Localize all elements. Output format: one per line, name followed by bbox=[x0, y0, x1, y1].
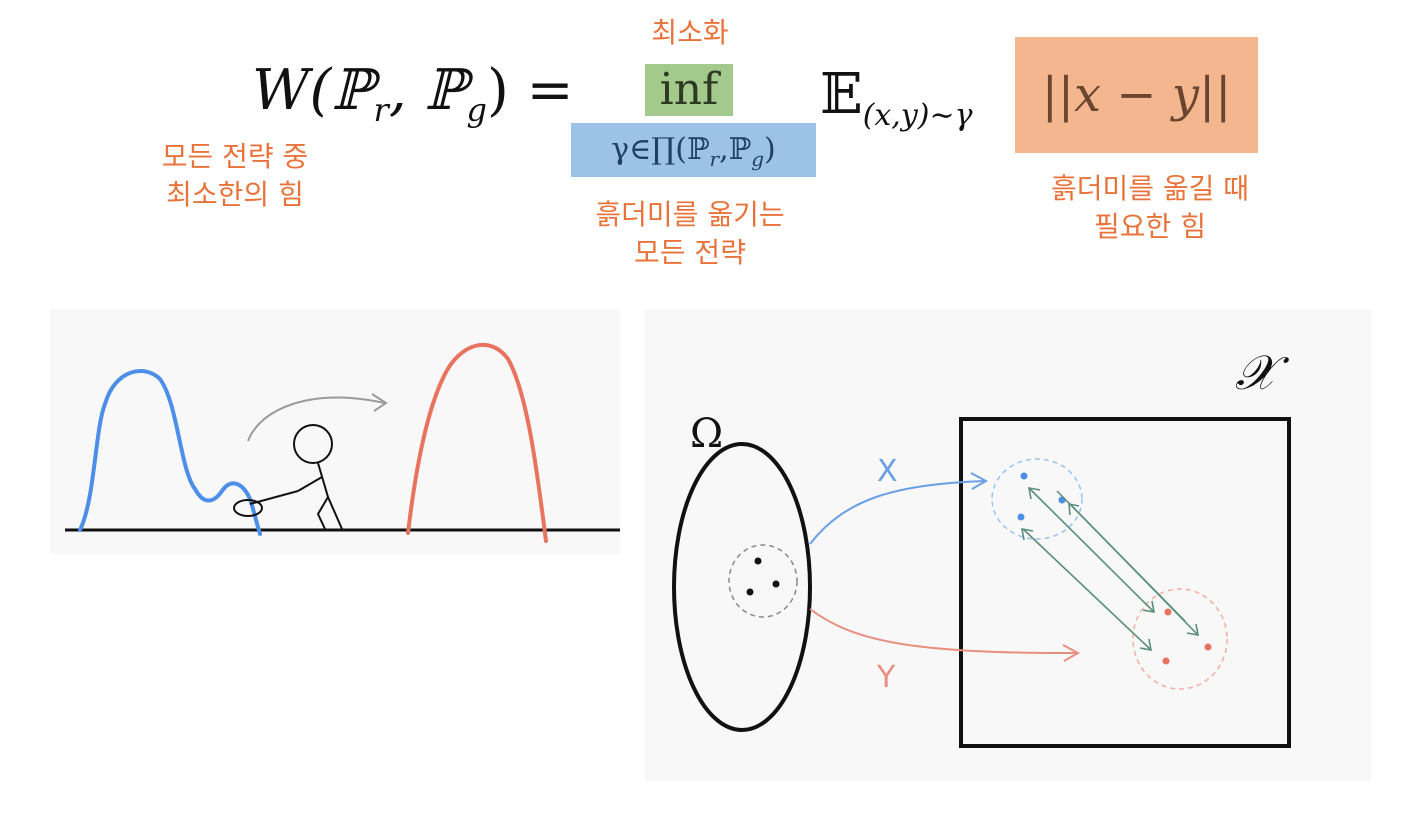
space-x-box bbox=[959, 417, 1291, 748]
norm-term: ||x − y|| bbox=[1015, 37, 1258, 153]
map-x-label: X bbox=[877, 454, 898, 489]
worker-figure bbox=[233, 424, 343, 530]
red-point bbox=[1164, 608, 1172, 616]
map-y-arrow bbox=[809, 608, 1078, 655]
omega-point bbox=[754, 557, 762, 565]
annotation-min-force: 모든 전략 중 최소한의 힘 bbox=[161, 140, 309, 211]
map-x-arrowhead bbox=[970, 472, 989, 490]
map-y-arrowhead bbox=[1062, 644, 1081, 662]
annotation-needed-force: 흙더미를 옮길 때 필요한 힘 bbox=[1050, 172, 1250, 243]
inf-operator: inf bbox=[645, 64, 733, 116]
blue-point-cluster bbox=[991, 458, 1083, 540]
mapping-diagram: Ω 𝒳 X Y bbox=[645, 309, 1371, 781]
transfer-arrow bbox=[247, 396, 386, 442]
transport-arrows bbox=[1021, 487, 1199, 651]
omega-point bbox=[772, 580, 780, 588]
annotation-minimize: 최소화 bbox=[651, 16, 729, 49]
blue-point bbox=[1020, 472, 1028, 480]
annotation-all-strategies: 흙더미를 옮기는 모든 전략 bbox=[595, 198, 785, 269]
transfer-arrowhead bbox=[371, 393, 388, 412]
map-x-arrow bbox=[809, 480, 986, 545]
omega-point bbox=[746, 588, 754, 596]
earth-mover-illustration bbox=[50, 309, 620, 554]
blue-point bbox=[1017, 513, 1025, 521]
space-x-label: 𝒳 bbox=[1235, 345, 1290, 401]
omega-label: Ω bbox=[690, 411, 723, 457]
map-y-label: Y bbox=[876, 660, 896, 695]
coupling-set-subscript: γ∈∏(ℙr,ℙg) bbox=[571, 123, 816, 177]
red-point bbox=[1162, 657, 1170, 665]
red-point bbox=[1204, 643, 1212, 651]
red-dirt-pile bbox=[406, 342, 548, 543]
formula-lhs: W(ℙr, ℙg) = bbox=[252, 58, 574, 130]
red-point-cluster bbox=[1132, 588, 1228, 690]
omega-sample-cluster bbox=[728, 544, 798, 618]
blue-dirt-pile bbox=[78, 369, 262, 536]
expectation-operator: 𝔼(x,y)∼γ bbox=[820, 62, 973, 134]
omega-sample-space bbox=[672, 442, 812, 732]
